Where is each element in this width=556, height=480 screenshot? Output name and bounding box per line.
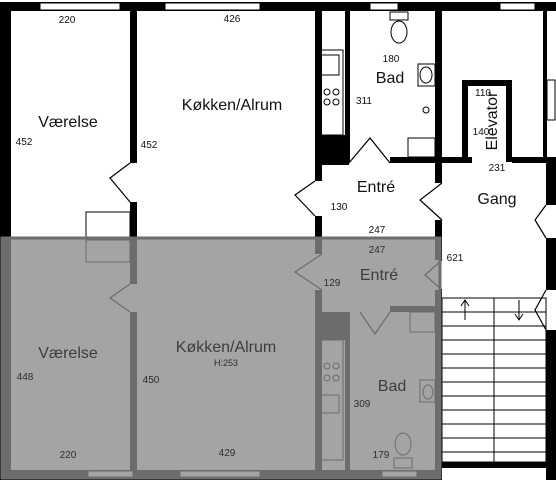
lower-floor-labels: Værelse Køkken/Alrum H:253 Entré Bad 247… bbox=[17, 245, 407, 461]
lower-room-label-vaerelse: Værelse bbox=[38, 345, 98, 362]
upper-floor-labels: Værelse Køkken/Alrum Bad Elevator Entré … bbox=[16, 14, 517, 264]
dim-gang-h: 621 bbox=[447, 253, 464, 264]
dim-gang-w: 231 bbox=[489, 163, 506, 174]
dim-elev-w: 110 bbox=[475, 88, 491, 99]
lower-dim-bad-w: 179 bbox=[373, 450, 390, 461]
dim-bad-h: 311 bbox=[356, 96, 372, 107]
lower-dim-vaerelse-h: 448 bbox=[17, 372, 34, 383]
dim-vaerelse-h: 452 bbox=[16, 137, 33, 148]
dim-elev-h: 140 bbox=[473, 127, 490, 138]
lower-room-label-entre: Entré bbox=[360, 267, 398, 284]
windows-side bbox=[546, 79, 556, 121]
lower-dim-kokken-h: 450 bbox=[143, 375, 160, 386]
room-label-vaerelse: Værelse bbox=[38, 114, 98, 131]
lower-dim-bottom-mid: 429 bbox=[219, 448, 236, 459]
lower-kokken-height: H:253 bbox=[214, 358, 238, 368]
dim-bad-w: 180 bbox=[383, 54, 400, 65]
lower-dim-entre-w: 247 bbox=[369, 245, 386, 256]
dim-top-mid: 426 bbox=[224, 14, 241, 25]
lower-dim-bad-h: 309 bbox=[354, 399, 371, 410]
room-label-gang: Gang bbox=[477, 191, 516, 208]
room-label-elevator: Elevator bbox=[484, 91, 501, 150]
dim-kokken-h: 452 bbox=[141, 140, 158, 151]
windows-top bbox=[39, 2, 536, 11]
stairs bbox=[441, 297, 547, 463]
dim-top-left: 220 bbox=[59, 15, 76, 26]
dim-entre-h: 130 bbox=[331, 202, 348, 213]
room-label-kokken: Køkken/Alrum bbox=[182, 97, 282, 114]
lower-apartment-overlay bbox=[0, 236, 442, 480]
lower-dim-entre-h: 129 bbox=[324, 278, 341, 289]
room-label-bad: Bad bbox=[376, 70, 404, 87]
lower-room-label-kokken: Køkken/Alrum bbox=[176, 339, 276, 356]
lower-dim-bottom-left: 220 bbox=[60, 450, 77, 461]
dim-entre-w: 247 bbox=[369, 225, 386, 236]
lower-room-label-bad: Bad bbox=[378, 378, 406, 395]
room-label-entre: Entré bbox=[357, 179, 395, 196]
